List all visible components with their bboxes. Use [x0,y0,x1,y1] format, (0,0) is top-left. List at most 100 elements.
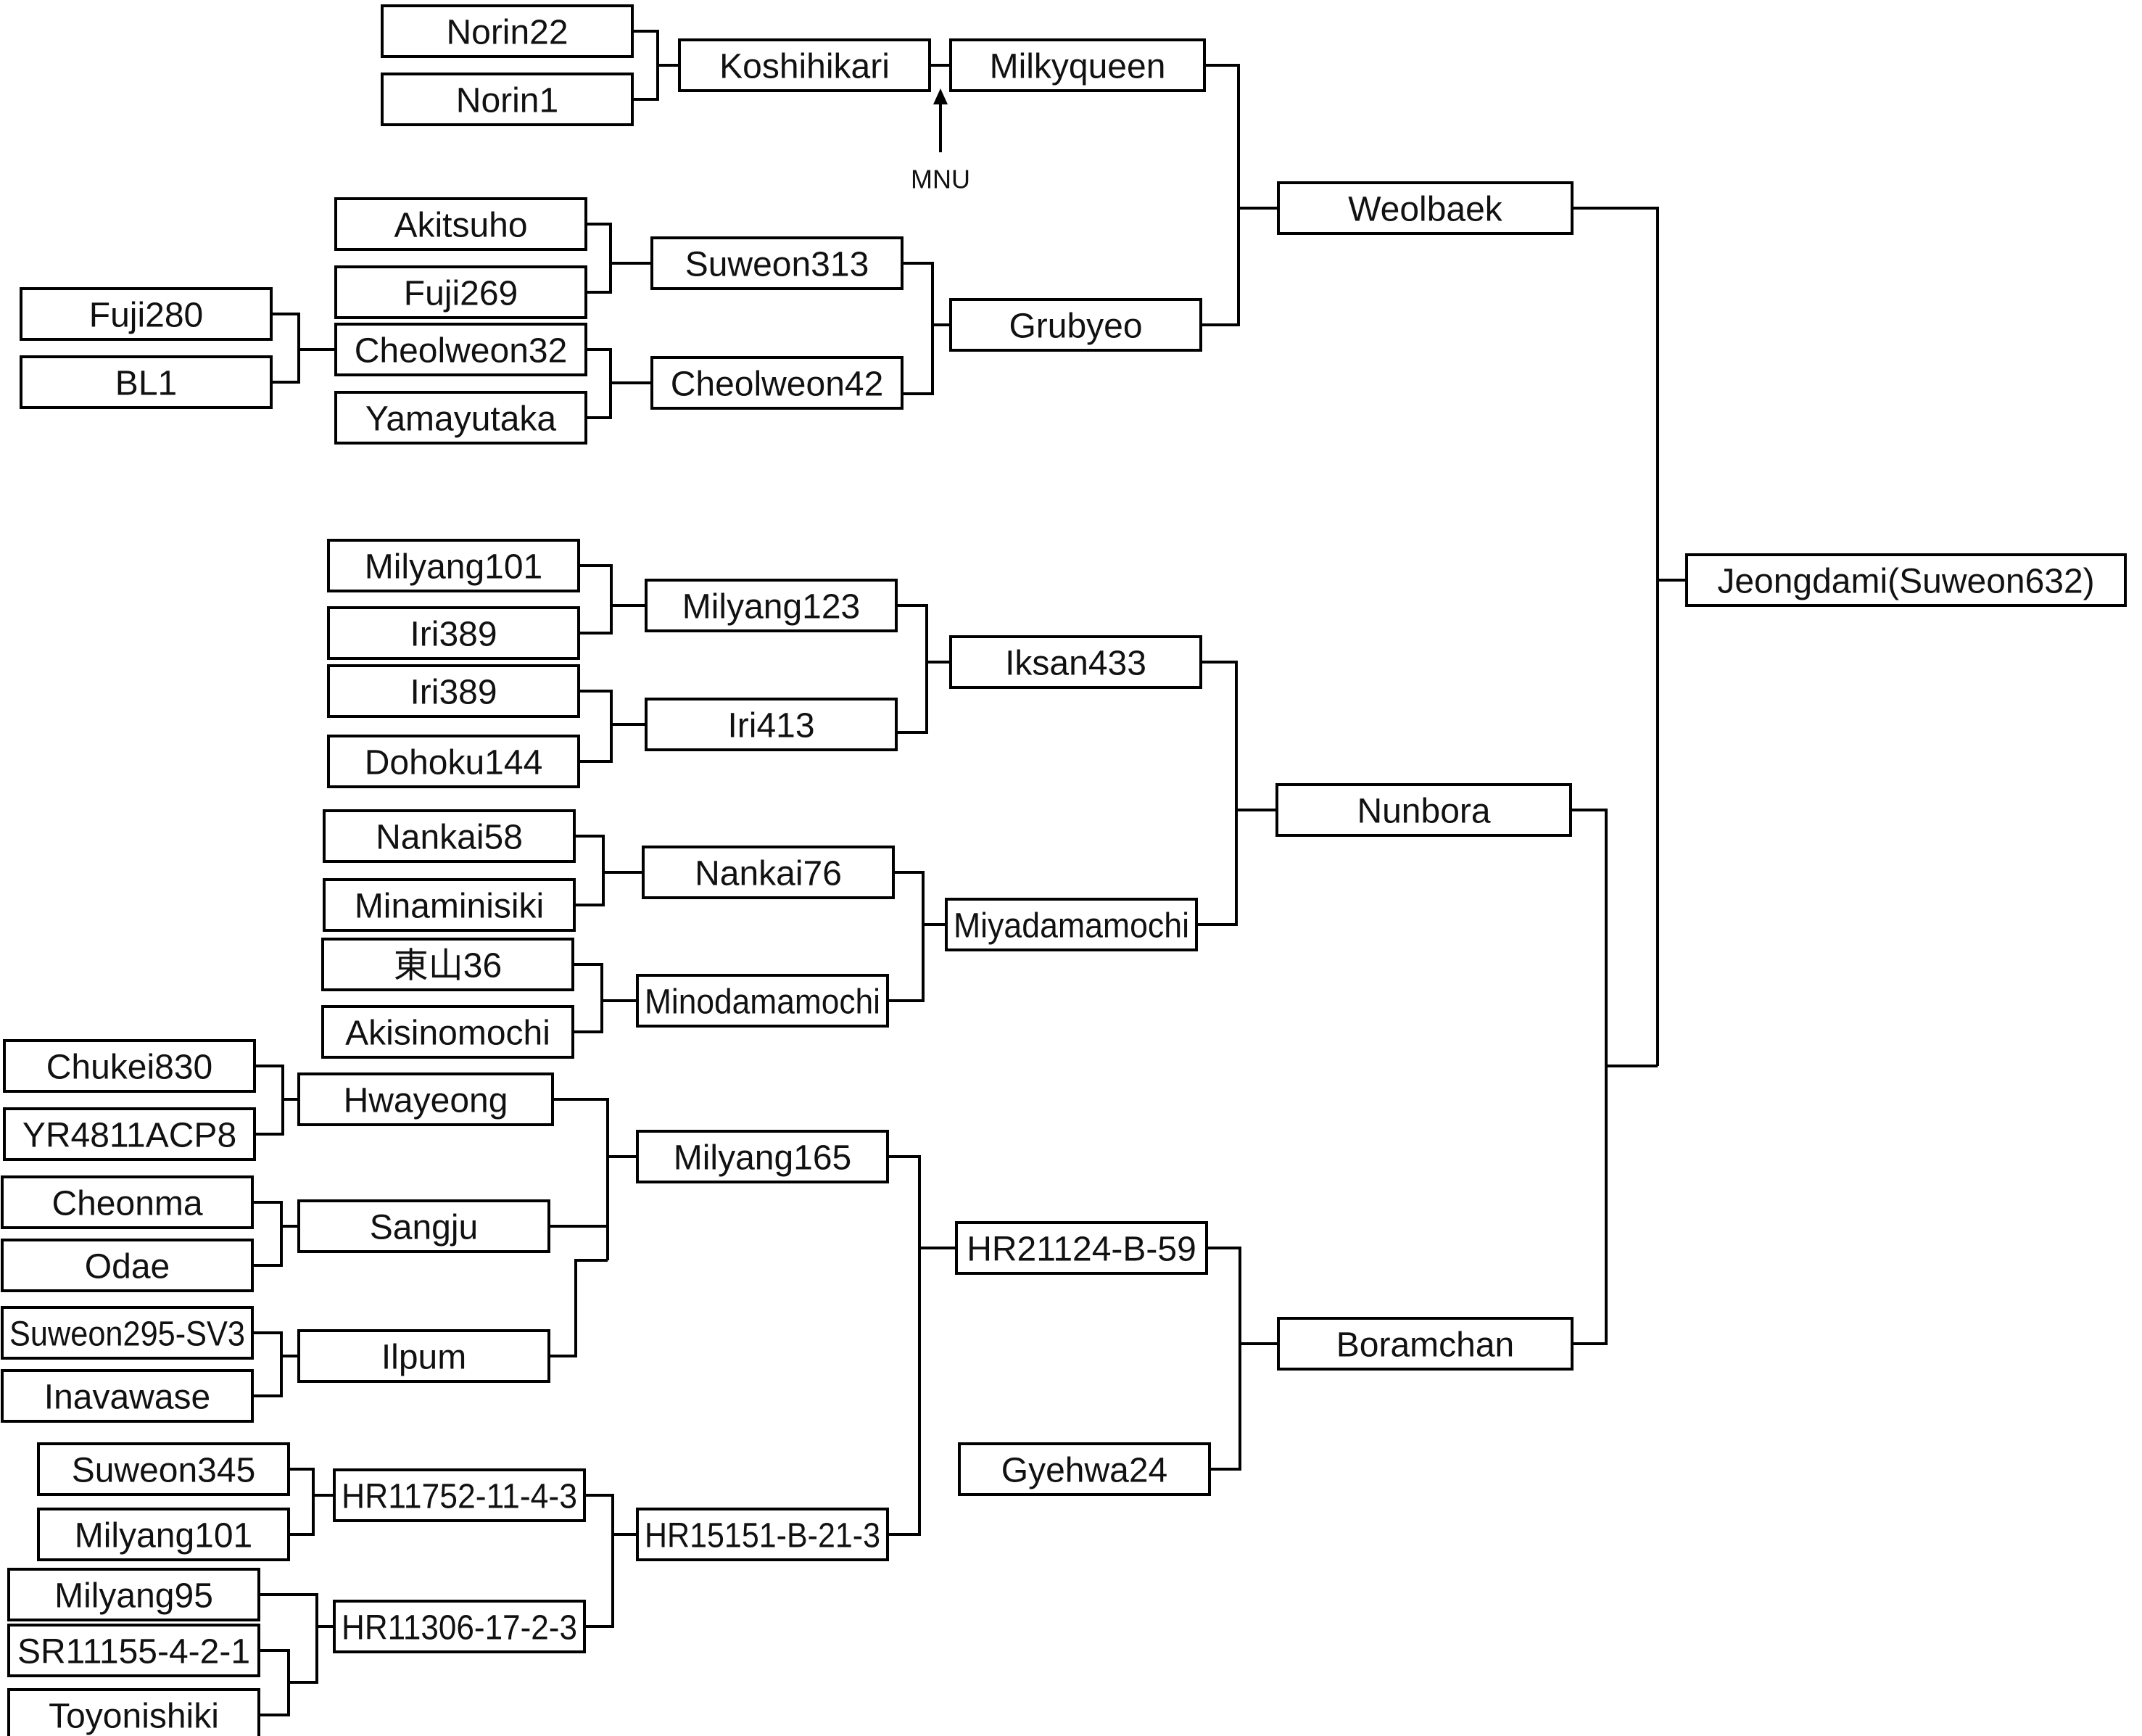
connector-line [1572,207,1659,1066]
variety-label: Miyadamamochi [954,907,1189,946]
variety-label: Milyang95 [54,1577,213,1616]
variety-label: SR11155-4-2-1 [17,1633,250,1671]
variety-node-toyonishiki: Toyonishiki [7,1688,260,1736]
variety-node-iri389-a: Iri389 [327,606,580,660]
connector-line [888,871,925,1002]
mnu-label: MNU [911,165,970,194]
variety-label: Gyehwa24 [1001,1452,1167,1490]
connector-line [1207,1247,1241,1471]
variety-node-hr21124: HR21124-B-59 [955,1221,1208,1275]
variety-label: Grubyeo [1009,307,1142,346]
variety-box [381,73,634,126]
variety-label: Norin22 [446,14,568,52]
variety-label: Cheolweon42 [671,365,884,404]
variety-box [636,1508,889,1561]
variety-label: Yamayutaka [365,400,557,439]
variety-box [297,1199,550,1253]
variety-box [333,1468,586,1522]
variety-box [1685,553,2127,607]
variety-node-fuji269: Fuji269 [334,265,587,319]
variety-node-milyang95: Milyang95 [7,1568,260,1621]
variety-label: HR15151-B-21-3 [645,1517,880,1555]
connector-line [252,1331,283,1397]
variety-label: Inavawase [44,1379,210,1417]
variety-box [958,1442,1211,1496]
variety-node-norin1: Norin1 [381,73,634,126]
variety-node-yr4811acp8: YR4811ACP8 [3,1107,256,1161]
variety-node-hr11752: HR11752-11-4-3 [333,1468,586,1522]
variety-label: Suweon313 [685,246,869,284]
variety-box [7,1624,260,1677]
connector-line [579,564,613,635]
variety-box [37,1442,290,1496]
variety-node-sr11155: SR11155-4-2-1 [7,1624,260,1677]
variety-box [334,197,587,251]
variety-label: Cheonma [51,1185,202,1223]
variety-box [636,1130,889,1183]
variety-node-higashiyama36: 東山36 [321,938,574,991]
connector-line [289,1627,318,1684]
variety-node-nankai76: Nankai76 [642,846,895,899]
variety-node-yamayutaka: Yamayutaka [334,391,587,445]
variety-box [636,974,889,1028]
variety-box [327,664,580,718]
variety-box [20,287,273,341]
variety-box [3,1107,256,1161]
mnu-annotation: MNU [911,88,970,194]
variety-node-dohoku144: Dohoku144 [327,735,580,788]
variety-box [645,579,898,632]
variety-box [650,236,903,290]
variety-label: YR4811ACP8 [22,1117,236,1155]
variety-box [333,1600,586,1653]
variety-label: Milyang101 [365,548,542,587]
variety-box [321,1005,574,1059]
variety-box [37,1508,290,1561]
connector-line [573,963,603,1033]
variety-label: 東山36 [394,947,502,985]
variety-label: BL1 [115,365,177,403]
variety-label: Dohoku144 [365,744,543,782]
connector-line [271,313,300,384]
variety-box [642,846,895,899]
variety-label: Weolbaek [1348,191,1503,229]
variety-label: Suweon295-SV3 [9,1315,245,1354]
variety-node-boramchan: Boramchan [1277,1317,1574,1371]
variety-box [323,878,576,932]
variety-node-weolbaek: Weolbaek [1277,181,1574,235]
variety-node-akitsuho: Akitsuho [334,197,587,251]
variety-label: Boramchan [1336,1326,1514,1365]
variety-label: Milyang165 [674,1139,851,1178]
variety-label: Nunbora [1357,793,1490,831]
variety-node-fuji280: Fuji280 [20,287,273,341]
variety-node-koshihikari: Koshihikari [678,38,931,92]
variety-node-milyang101-b: Milyang101 [37,1508,290,1561]
variety-label: Norin1 [456,82,558,120]
variety-box [327,606,580,660]
variety-box [1275,783,1572,837]
variety-box [949,298,1202,352]
variety-label: Iksan433 [1005,645,1146,683]
variety-label: Hwayeong [344,1082,508,1120]
connector-line [549,1259,608,1357]
variety-node-odae: Odae [1,1239,254,1292]
variety-label: Ilpum [381,1339,466,1377]
variety-label: Iri389 [410,674,497,712]
variety-box [650,356,903,410]
variety-label: Fuji269 [404,275,518,313]
variety-box [949,38,1206,92]
variety-box [327,539,580,592]
variety-box [955,1221,1208,1275]
variety-node-nunbora: Nunbora [1275,783,1572,837]
variety-label: HR11306-17-2-3 [342,1609,577,1648]
variety-node-grubyeo: Grubyeo [949,298,1202,352]
variety-node-minaminisiki: Minaminisiki [323,878,576,932]
variety-node-norin22: Norin22 [381,4,634,58]
variety-box [7,1688,260,1736]
connector-line [259,1593,334,1628]
variety-label: Jeongdami(Suweon632) [1717,563,2094,601]
variety-box [678,38,931,92]
connector-line [888,1155,921,1536]
variety-label: Milyang123 [682,588,860,627]
